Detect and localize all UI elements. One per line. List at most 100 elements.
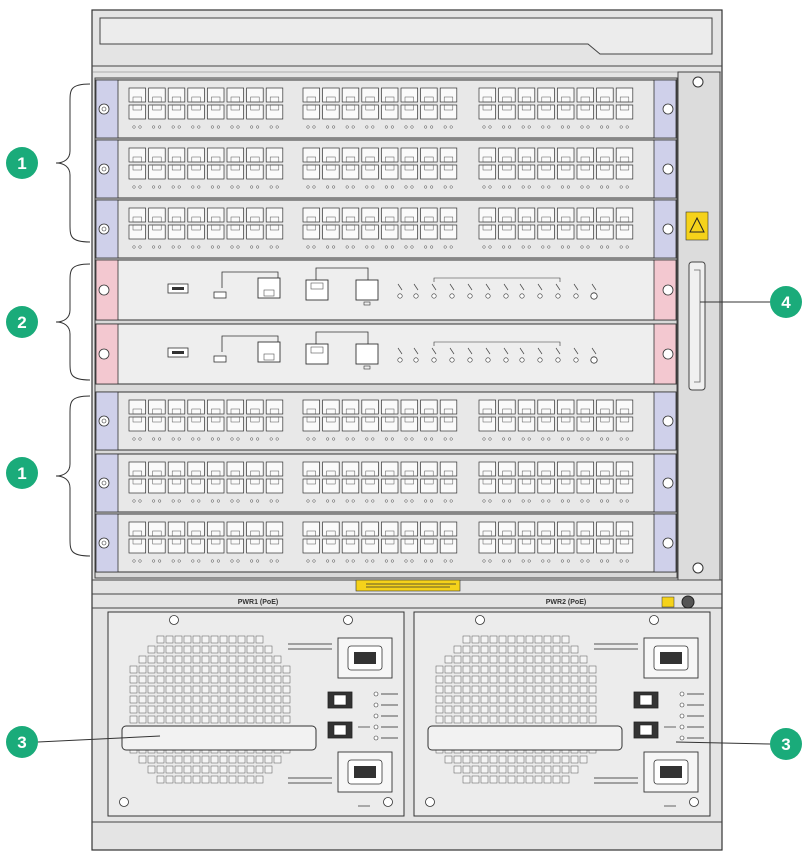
ethernet-port[interactable] <box>128 224 146 240</box>
captive-screw-icon[interactable] <box>98 537 110 549</box>
ethernet-port[interactable] <box>167 538 186 554</box>
psu-screw-icon[interactable] <box>689 797 699 807</box>
ethernet-port[interactable] <box>576 87 594 103</box>
ethernet-port[interactable] <box>322 521 340 537</box>
ethernet-port[interactable] <box>498 164 516 180</box>
ethernet-port[interactable] <box>187 478 205 494</box>
ethernet-port[interactable] <box>615 147 634 163</box>
ethernet-port[interactable] <box>576 399 594 415</box>
ethernet-port[interactable] <box>187 87 205 103</box>
ethernet-port[interactable] <box>517 224 536 240</box>
ethernet-port[interactable] <box>381 521 399 537</box>
ethernet-port[interactable] <box>576 104 594 120</box>
ethernet-port[interactable] <box>187 164 205 180</box>
ethernet-port[interactable] <box>265 461 284 477</box>
captive-screw-icon[interactable] <box>98 223 110 235</box>
ethernet-port[interactable] <box>615 104 634 120</box>
ethernet-port[interactable] <box>302 399 320 415</box>
ethernet-port[interactable] <box>498 207 516 223</box>
ethernet-port[interactable] <box>381 399 399 415</box>
ethernet-port[interactable] <box>420 416 438 432</box>
ethernet-port[interactable] <box>187 399 205 415</box>
ethernet-port[interactable] <box>246 207 264 223</box>
ethernet-port[interactable] <box>246 461 264 477</box>
ethernet-port[interactable] <box>246 538 264 554</box>
ethernet-port[interactable] <box>596 207 614 223</box>
ethernet-port[interactable] <box>557 207 575 223</box>
ethernet-port[interactable] <box>400 416 418 432</box>
ethernet-port[interactable] <box>439 416 458 432</box>
ethernet-port[interactable] <box>341 147 360 163</box>
ethernet-port[interactable] <box>557 478 575 494</box>
ethernet-port[interactable] <box>187 224 205 240</box>
ethernet-port[interactable] <box>148 164 166 180</box>
ethernet-port[interactable] <box>322 207 340 223</box>
psu-screw-icon[interactable] <box>475 615 485 625</box>
ethernet-port[interactable] <box>576 478 594 494</box>
ethernet-port[interactable] <box>341 399 360 415</box>
ethernet-port[interactable] <box>517 399 536 415</box>
management-ethernet-port[interactable] <box>305 343 329 365</box>
ethernet-port[interactable] <box>207 521 225 537</box>
ethernet-port[interactable] <box>187 521 205 537</box>
ethernet-port[interactable] <box>167 207 186 223</box>
ethernet-port[interactable] <box>400 147 418 163</box>
ethernet-port[interactable] <box>187 416 205 432</box>
ethernet-port[interactable] <box>246 104 264 120</box>
ethernet-port[interactable] <box>596 461 614 477</box>
ethernet-port[interactable] <box>400 521 418 537</box>
psu-screw-icon[interactable] <box>425 797 435 807</box>
ethernet-port[interactable] <box>128 461 146 477</box>
ethernet-port[interactable] <box>498 521 516 537</box>
ethernet-port[interactable] <box>537 538 555 554</box>
ethernet-port[interactable] <box>265 416 284 432</box>
ethernet-port[interactable] <box>420 164 438 180</box>
ethernet-port[interactable] <box>302 87 320 103</box>
ethernet-port[interactable] <box>517 416 536 432</box>
ethernet-port[interactable] <box>265 538 284 554</box>
ethernet-port[interactable] <box>400 461 418 477</box>
ethernet-port[interactable] <box>207 538 225 554</box>
ethernet-port[interactable] <box>302 478 320 494</box>
psu-handle[interactable] <box>121 725 317 751</box>
ethernet-port[interactable] <box>246 521 264 537</box>
ethernet-port[interactable] <box>167 461 186 477</box>
ethernet-port[interactable] <box>187 207 205 223</box>
ethernet-port[interactable] <box>148 207 166 223</box>
ethernet-port[interactable] <box>148 399 166 415</box>
management-ethernet-port[interactable] <box>305 279 329 301</box>
ethernet-port[interactable] <box>361 521 379 537</box>
ethernet-port[interactable] <box>420 399 438 415</box>
ethernet-port[interactable] <box>596 538 614 554</box>
ethernet-port[interactable] <box>420 478 438 494</box>
ethernet-port[interactable] <box>439 478 458 494</box>
ethernet-port[interactable] <box>498 87 516 103</box>
ethernet-port[interactable] <box>557 538 575 554</box>
ethernet-port[interactable] <box>167 87 186 103</box>
ethernet-port[interactable] <box>246 416 264 432</box>
ethernet-port[interactable] <box>207 478 225 494</box>
ethernet-port[interactable] <box>478 521 496 537</box>
ethernet-port[interactable] <box>322 104 340 120</box>
ethernet-port[interactable] <box>341 224 360 240</box>
console-port[interactable] <box>257 277 281 299</box>
ethernet-port[interactable] <box>226 416 244 432</box>
ethernet-port[interactable] <box>128 207 146 223</box>
ethernet-port[interactable] <box>478 164 496 180</box>
ethernet-port[interactable] <box>381 147 399 163</box>
ethernet-port[interactable] <box>246 87 264 103</box>
ethernet-port[interactable] <box>615 538 634 554</box>
ethernet-port[interactable] <box>167 104 186 120</box>
ethernet-port[interactable] <box>302 521 320 537</box>
ethernet-port[interactable] <box>615 521 634 537</box>
ethernet-port[interactable] <box>381 461 399 477</box>
ethernet-port[interactable] <box>615 399 634 415</box>
ethernet-port[interactable] <box>361 164 379 180</box>
ethernet-port[interactable] <box>420 104 438 120</box>
ethernet-port[interactable] <box>381 224 399 240</box>
ethernet-port[interactable] <box>128 538 146 554</box>
ethernet-port[interactable] <box>420 538 438 554</box>
captive-screw-icon[interactable] <box>98 415 110 427</box>
ethernet-port[interactable] <box>537 87 555 103</box>
ethernet-port[interactable] <box>557 164 575 180</box>
